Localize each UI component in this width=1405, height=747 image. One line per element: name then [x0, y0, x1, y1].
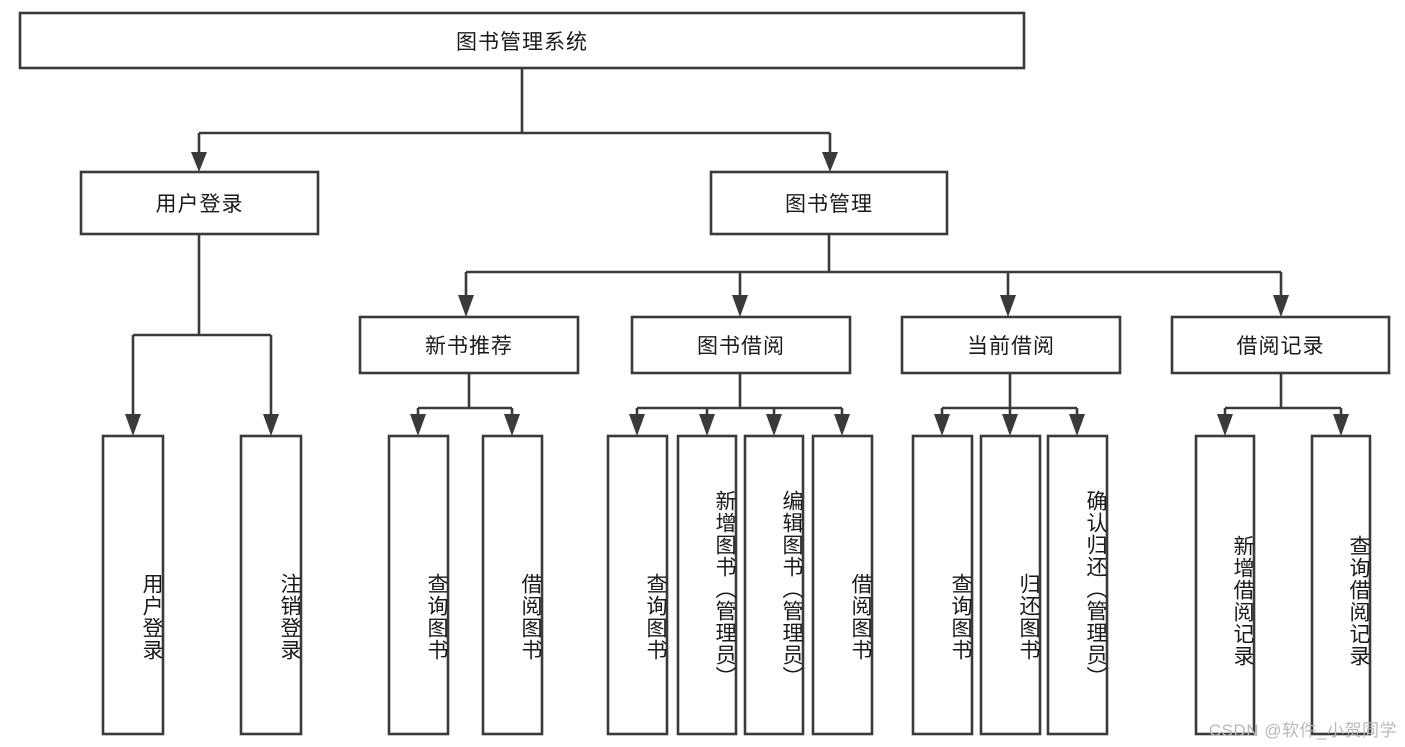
arrow-head-icon	[1273, 295, 1289, 317]
connector-book-borrow-to-leaves	[629, 373, 850, 436]
node-borrow-record-box[interactable]	[1170, 315, 1391, 375]
arrow-head-icon	[1002, 414, 1018, 436]
leaf-book-borrow-1-box[interactable]	[676, 434, 738, 736]
leaf-book-borrow-0-box[interactable]	[606, 434, 669, 736]
leaf-user-login-0-box[interactable]	[101, 434, 165, 736]
leaf-borrow-record-0-box[interactable]	[1194, 434, 1256, 736]
connector-new-book-to-leaves	[410, 373, 520, 436]
arrow-head-icon	[732, 295, 748, 317]
connector-borrow-record-to-leaves	[1217, 373, 1349, 436]
arrow-head-icon	[1000, 295, 1016, 317]
leaf-book-borrow-2-box[interactable]	[743, 434, 805, 736]
arrow-head-icon	[410, 414, 426, 436]
arrow-head-icon	[1217, 414, 1233, 436]
arrow-head-icon	[263, 414, 279, 436]
leaf-new-book-0-box[interactable]	[387, 434, 450, 736]
connector-current-borrow-to-leaves	[934, 373, 1085, 436]
leaf-current-borrow-1-box[interactable]	[979, 434, 1042, 736]
node-new-book-recommend-box[interactable]	[358, 315, 580, 375]
arrow-head-icon	[1333, 414, 1349, 436]
arrow-head-icon	[766, 414, 782, 436]
connector-book-manage-to-level2	[458, 234, 1289, 317]
node-user-login-box[interactable]	[79, 170, 320, 236]
leaf-borrow-record-1-box[interactable]	[1310, 434, 1372, 736]
node-book-borrow-box[interactable]	[630, 315, 852, 375]
arrow-head-icon	[934, 414, 950, 436]
connector-user-login-to-leaves	[125, 234, 279, 436]
arrow-head-icon	[125, 414, 141, 436]
node-root-box[interactable]	[18, 11, 1026, 70]
leaf-user-login-1-box[interactable]	[239, 434, 303, 736]
arrow-head-icon	[191, 152, 207, 172]
arrow-head-icon	[834, 414, 850, 436]
leaf-current-borrow-0-box[interactable]	[911, 434, 974, 736]
arrow-head-icon	[629, 414, 645, 436]
arrow-head-icon	[1069, 414, 1085, 436]
leaf-new-book-1-box[interactable]	[481, 434, 544, 736]
connector-root-to-level1	[191, 68, 838, 172]
arrow-head-icon	[504, 414, 520, 436]
leaf-current-borrow-2-box[interactable]	[1046, 434, 1109, 736]
node-book-manage-box[interactable]	[709, 170, 949, 236]
arrow-head-icon	[822, 152, 838, 172]
node-current-borrow-box[interactable]	[900, 315, 1122, 375]
arrow-head-icon	[458, 295, 474, 317]
arrow-head-icon	[699, 414, 715, 436]
leaf-book-borrow-3-box[interactable]	[811, 434, 874, 736]
